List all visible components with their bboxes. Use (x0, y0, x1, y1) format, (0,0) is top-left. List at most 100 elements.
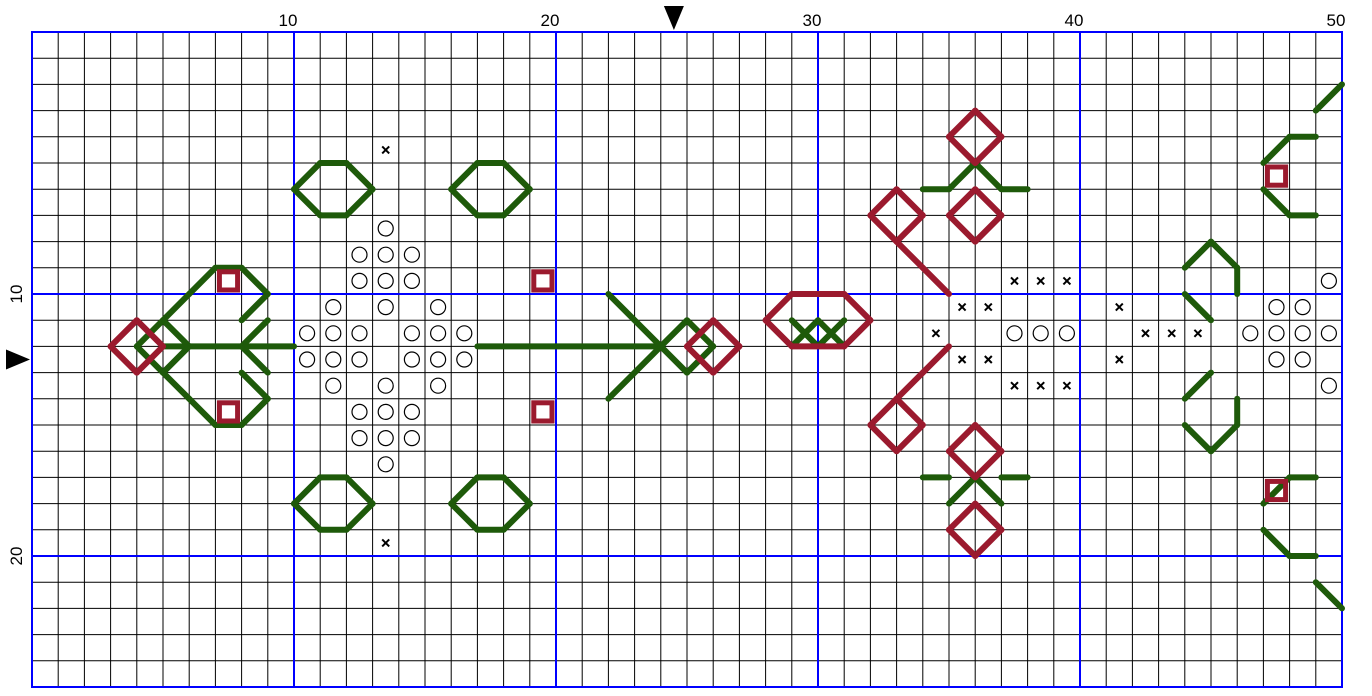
backstitch-green (242, 294, 268, 320)
cross-symbol (932, 330, 939, 337)
backstitch-green (346, 163, 372, 189)
backstitch-red (949, 425, 975, 451)
circle-symbol (300, 326, 315, 341)
circle-symbol (378, 431, 393, 446)
circle-symbol (352, 326, 367, 341)
backstitch-green (346, 189, 372, 215)
backstitch-green (294, 504, 320, 530)
backstitch-red (870, 399, 896, 425)
backstitch-red (923, 346, 949, 372)
circle-symbol (326, 300, 341, 315)
backstitch-red (897, 189, 923, 215)
cross-symbol (959, 304, 966, 311)
backstitch-green (163, 373, 189, 399)
backstitch-red (949, 530, 975, 556)
circle-symbol (404, 431, 419, 446)
backstitch-red (975, 451, 1001, 477)
backstitch-red (975, 425, 1001, 451)
cross-symbol (1037, 382, 1044, 389)
column-label: 10 (279, 11, 298, 30)
backstitch-red (949, 215, 975, 241)
row-label: 10 (7, 285, 26, 304)
red-square-stitch (219, 272, 237, 290)
label-layer: 10203040501020 (6, 6, 1345, 565)
grid-layer (32, 32, 1342, 687)
backstitch-green (504, 189, 530, 215)
backstitch-green (242, 320, 268, 346)
backstitch-green (346, 477, 372, 503)
backstitch-green (1263, 530, 1289, 556)
circle-symbol (1269, 352, 1284, 367)
cross-symbol (1168, 330, 1175, 337)
backstitch-green (451, 477, 477, 503)
circle-symbol (1295, 326, 1310, 341)
circle-symbol (352, 352, 367, 367)
backstitch-red (870, 425, 896, 451)
backstitch-green (346, 504, 372, 530)
backstitch-red (111, 346, 137, 372)
backstitch-green (1316, 582, 1342, 608)
red-square-stitch (534, 403, 552, 421)
backstitch-red (766, 294, 792, 320)
backstitch-red (975, 215, 1001, 241)
backstitch-red (975, 137, 1001, 163)
circle-symbol (457, 326, 472, 341)
backstitch-green (242, 399, 268, 425)
circle-symbol (404, 404, 419, 419)
circle-symbol (1243, 326, 1258, 341)
backstitch-green (1316, 84, 1342, 110)
circle-symbol (404, 352, 419, 367)
circle-symbol (457, 352, 472, 367)
red-square-stitch (219, 403, 237, 421)
backstitch-green (975, 477, 1001, 503)
circle-symbol (1295, 300, 1310, 315)
circle-symbol (378, 300, 393, 315)
circle-symbol (352, 273, 367, 288)
cross-symbol (382, 146, 389, 153)
backstitch-green (294, 189, 320, 215)
cross-symbol (1063, 277, 1070, 284)
backstitch-red (870, 189, 896, 215)
circle-symbol (352, 431, 367, 446)
circle-symbol (326, 352, 341, 367)
circle-symbol (352, 404, 367, 419)
red-square-stitch (534, 272, 552, 290)
backstitch-red (975, 111, 1001, 137)
center-column-arrow-icon (664, 6, 684, 30)
backstitch-green (163, 294, 189, 320)
backstitch-red (975, 530, 1001, 556)
backstitch-red (923, 268, 949, 294)
circle-symbol (1059, 326, 1074, 341)
backstitch-red (949, 111, 975, 137)
cross-symbol (1063, 382, 1070, 389)
cross-symbol (1011, 382, 1018, 389)
backstitch-green (242, 268, 268, 294)
circle-symbol (431, 352, 446, 367)
backstitch-green (163, 346, 189, 372)
backstitch-green (1185, 373, 1211, 399)
circle-symbol (431, 378, 446, 393)
circle-symbol (1321, 378, 1336, 393)
backstitch-red (844, 294, 870, 320)
circle-symbol (1007, 326, 1022, 341)
backstitch-green (1211, 242, 1237, 268)
cross-symbol (382, 539, 389, 546)
row-label: 20 (7, 547, 26, 566)
backstitch-red (713, 320, 739, 346)
backstitch-red (111, 320, 137, 346)
backstitch-red (975, 189, 1001, 215)
red-square-stitch (1267, 167, 1285, 185)
circle-symbol (1321, 326, 1336, 341)
backstitch-red (897, 373, 923, 399)
cross-symbol (1142, 330, 1149, 337)
circle-symbol (378, 273, 393, 288)
backstitch-green (451, 163, 477, 189)
backstitch-green (504, 477, 530, 503)
cross-symbol (959, 356, 966, 363)
circle-symbol (326, 326, 341, 341)
column-label: 30 (803, 11, 822, 30)
backstitch-red (870, 215, 896, 241)
backstitch-green (975, 163, 1001, 189)
circle-symbol (378, 221, 393, 236)
